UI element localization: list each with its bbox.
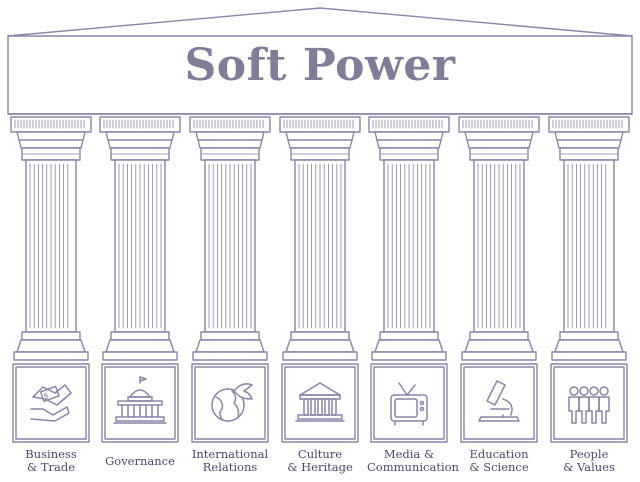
pillar-label-line: Culture — [297, 447, 343, 461]
pillar-label-line: Education — [469, 447, 529, 461]
pillar-label-line: Business — [25, 447, 77, 461]
people-group-icon — [568, 386, 610, 424]
pillar-label-people: People& Values — [547, 448, 631, 474]
pillar-label-business: Business& Trade — [9, 448, 93, 474]
temple-icon — [295, 382, 345, 422]
pillar-label-line: & Values — [563, 460, 615, 474]
pillar-education — [458, 116, 540, 443]
pillar-media — [368, 116, 450, 443]
pillar-culture — [279, 116, 361, 443]
pillar-international — [189, 116, 271, 443]
pillar-label-line: People — [569, 447, 609, 461]
globe-dove-icon — [211, 383, 253, 422]
pillar-label-line: Governance — [105, 454, 175, 468]
pillar-label-line: & Trade — [26, 460, 76, 474]
pillar-business: $ — [10, 116, 92, 443]
pillar-governance — [99, 116, 181, 443]
svg-text:$: $ — [42, 391, 50, 401]
pillar-label-governance: Governance — [98, 455, 182, 468]
pillar-label-line: Communication — [367, 460, 459, 474]
pillar-label-line: & Heritage — [287, 460, 353, 474]
pillar-label-line: International — [191, 447, 269, 461]
handshake-icon: $ — [30, 384, 72, 422]
pillar-label-line: & Science — [469, 460, 529, 474]
pillar-label-line: Relations — [202, 460, 258, 474]
television-icon — [390, 382, 428, 426]
pediment-roof — [7, 7, 633, 115]
pillar-label-line: Media & — [383, 447, 435, 461]
pillar-label-culture: Culture& Heritage — [278, 448, 362, 474]
pillar-label-education: Education& Science — [457, 448, 541, 474]
microscope-icon — [478, 380, 520, 422]
capitol-building-icon — [113, 376, 167, 424]
pillar-people — [548, 116, 630, 443]
diagram-title: Soft Power — [184, 40, 456, 91]
pillar-label-media: Media &Communication — [367, 447, 459, 474]
